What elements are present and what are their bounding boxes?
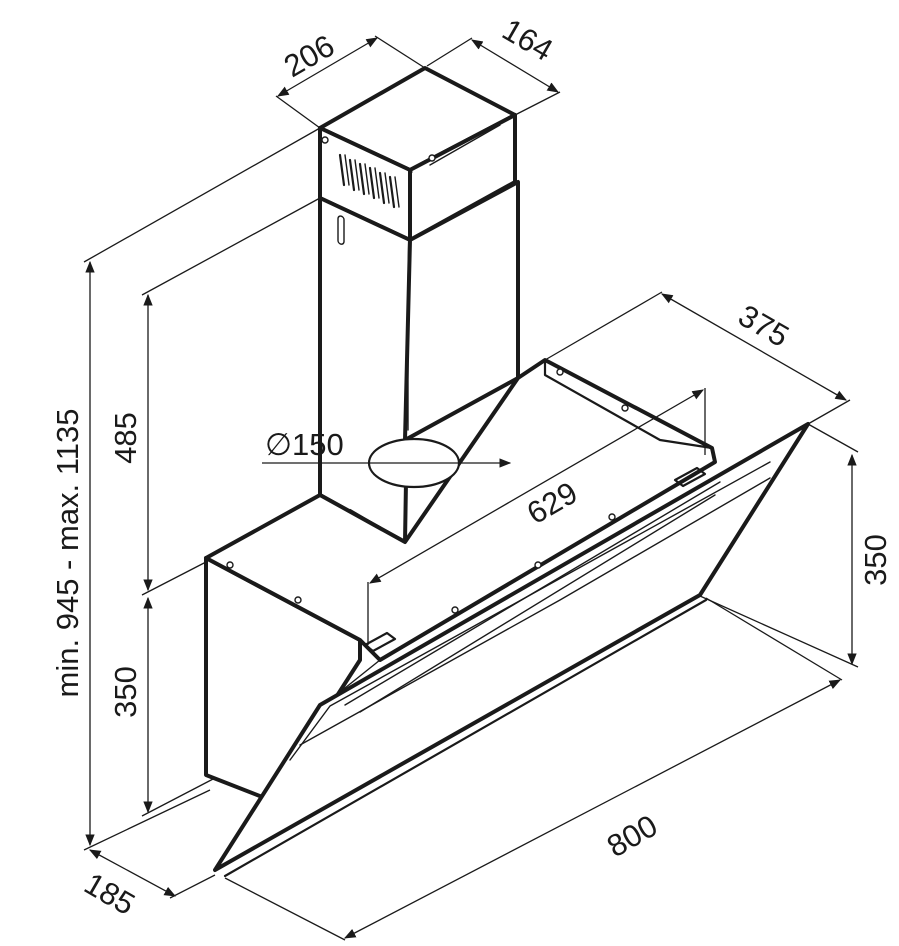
dim-label-350-left: 350 xyxy=(108,666,143,718)
dim-label-485: 485 xyxy=(108,412,143,464)
dim-label-diameter: ∅150 xyxy=(265,427,344,462)
dim-label-375: 375 xyxy=(733,298,795,354)
dim-label-206: 206 xyxy=(278,28,340,84)
dimension-lines xyxy=(83,35,859,941)
dim-label-185: 185 xyxy=(79,866,141,922)
dim-label-350-right: 350 xyxy=(858,534,893,586)
chimney-lower-front-face xyxy=(318,196,412,544)
vent-slots xyxy=(337,153,400,245)
dim-label-164: 164 xyxy=(497,12,559,68)
chimney xyxy=(318,66,520,544)
dim-label-800: 800 xyxy=(601,808,663,864)
dim-label-total-height: min. 945 - max. 1135 xyxy=(50,409,85,698)
